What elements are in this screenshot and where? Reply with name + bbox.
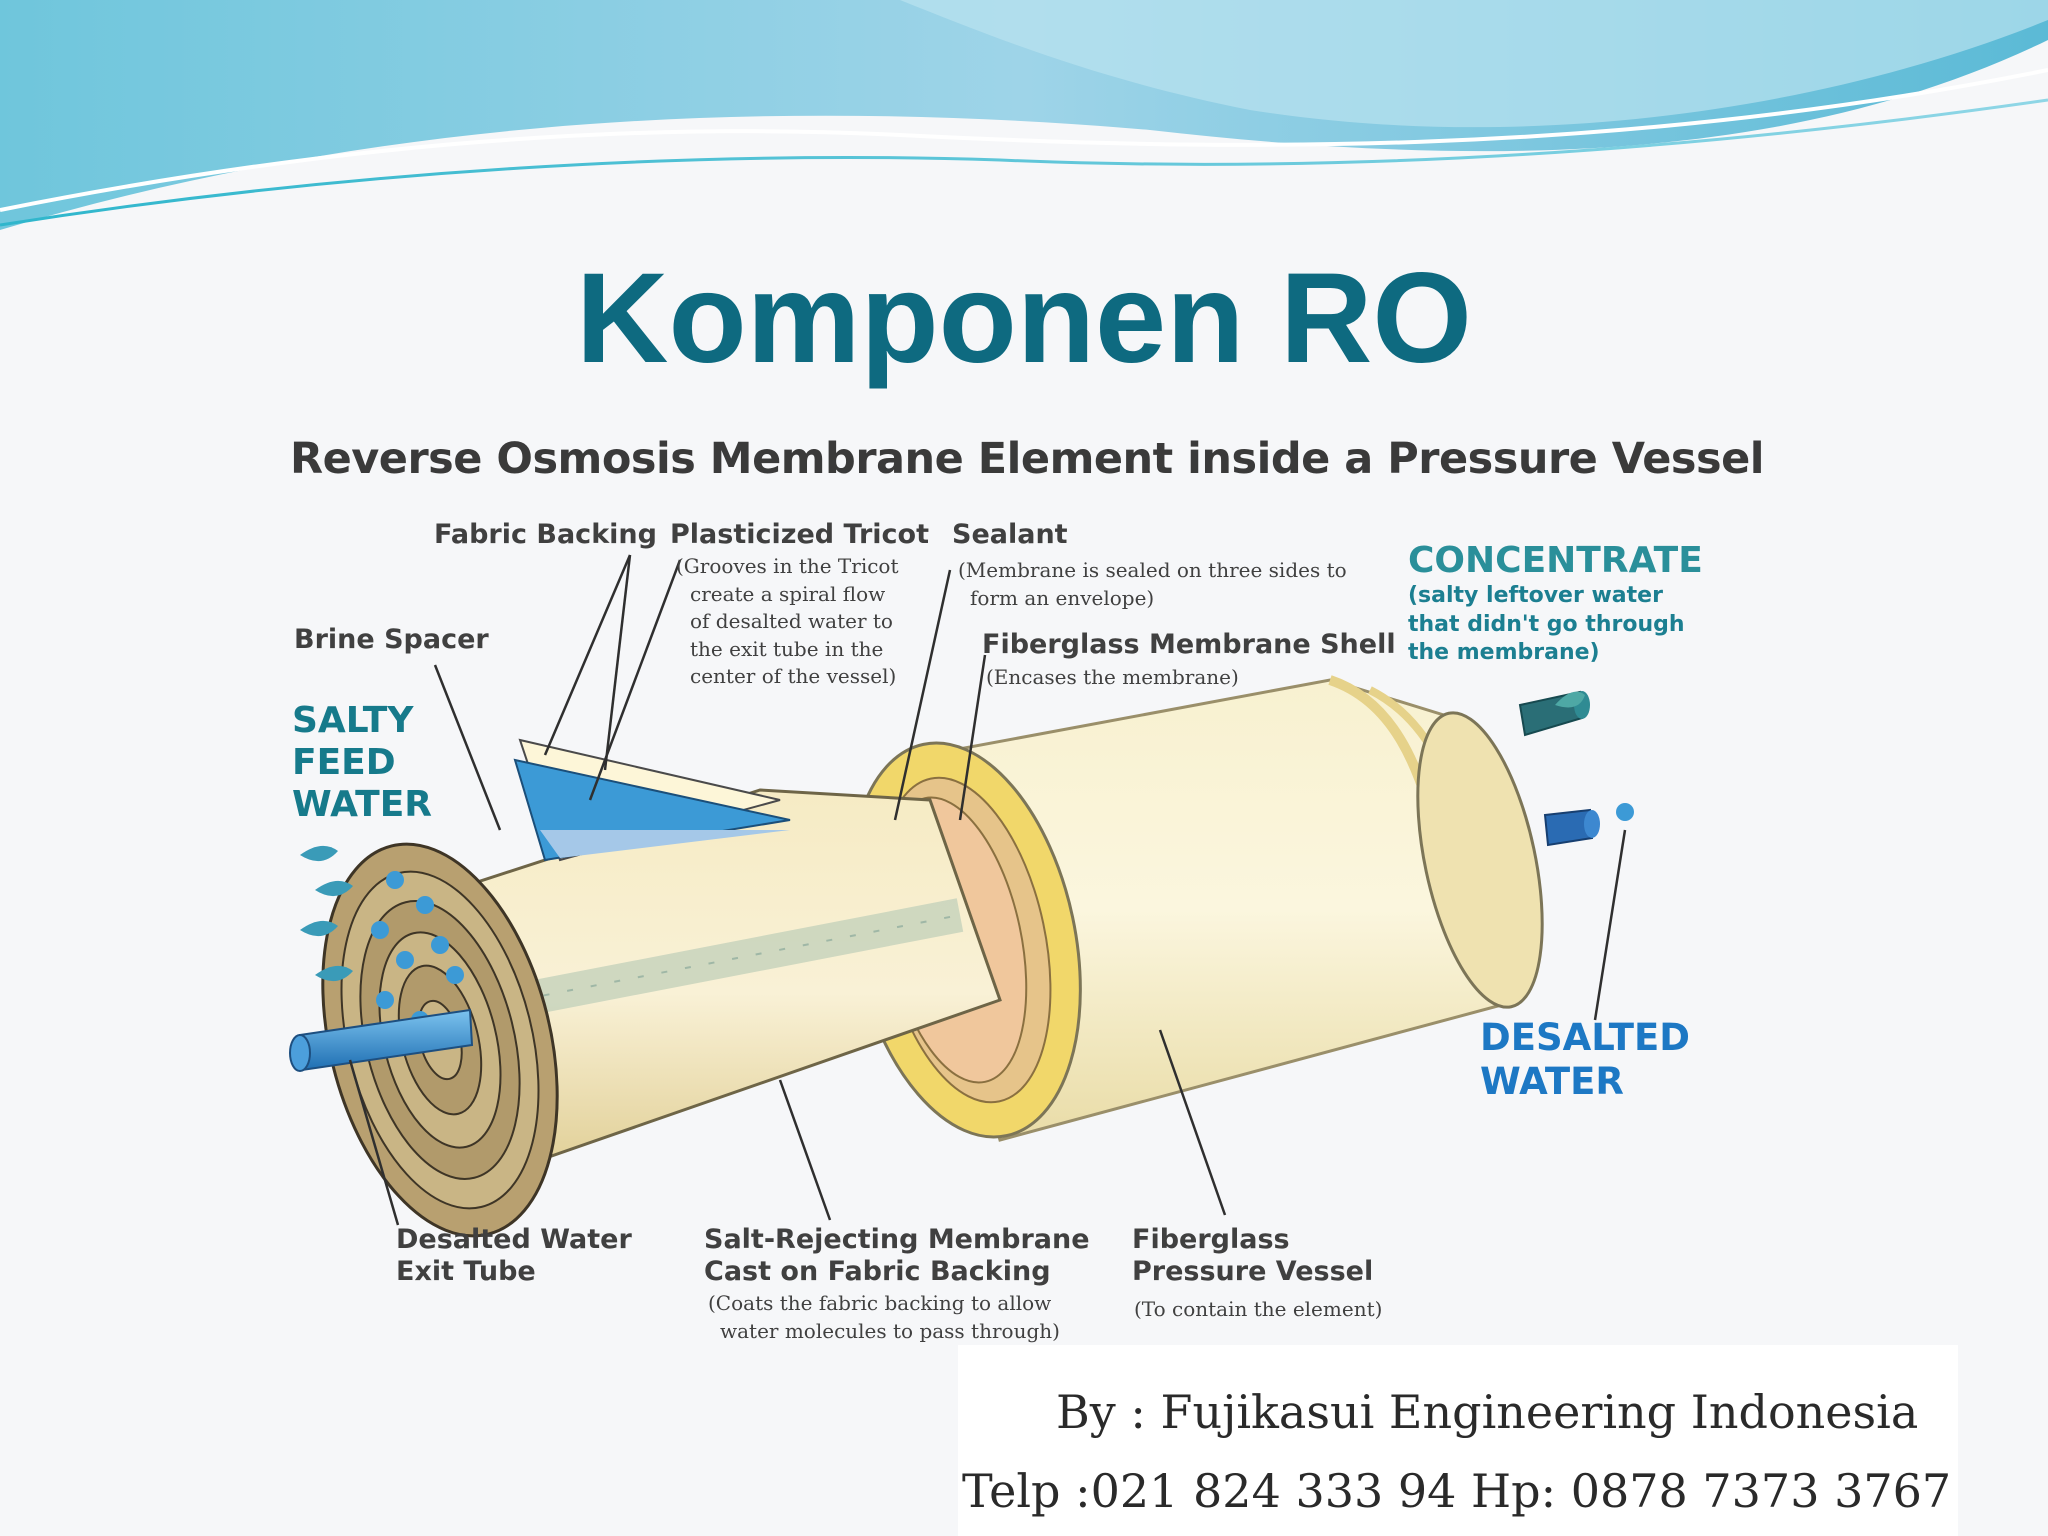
slide-title: Komponen RO — [0, 255, 2048, 383]
concentrate-pipe — [1520, 691, 1590, 735]
note-sealant: (Membrane is sealed on three sides to fo… — [958, 557, 1347, 612]
note-fiberglass-membrane-shell: (Encases the membrane) — [986, 664, 1239, 692]
note-fiberglass-pressure-vessel: (To contain the element) — [1134, 1296, 1382, 1324]
label-concentrate: CONCENTRATE — [1408, 540, 1703, 582]
label-desalted-water: DESALTED WATER — [1480, 1016, 1690, 1105]
desalted-water-pipe — [1545, 803, 1634, 845]
header-wave-decoration — [0, 0, 2048, 240]
note-plasticized-tricot: (Grooves in the Tricot create a spiral f… — [676, 553, 899, 691]
label-salt-rejecting-membrane: Salt-Rejecting Membrane Cast on Fabric B… — [704, 1224, 1090, 1289]
label-sealant: Sealant — [952, 519, 1068, 551]
note-concentrate: (salty leftover water that didn't go thr… — [1408, 582, 1685, 668]
credit-company: By : Fujikasui Engineering Indonesia — [1056, 1385, 1918, 1439]
label-fiberglass-membrane-shell: Fiberglass Membrane Shell — [982, 629, 1396, 661]
note-salt-rejecting-membrane: (Coats the fabric backing to allow water… — [708, 1290, 1060, 1345]
label-desalted-water-exit-tube: Desalted Water Exit Tube — [396, 1224, 632, 1289]
label-brine-spacer: Brine Spacer — [294, 624, 489, 656]
label-fabric-backing: Fabric Backing — [434, 519, 657, 551]
credit-contact: Telp :021 824 333 94 Hp: 0878 7373 3767 — [962, 1464, 1951, 1518]
label-fiberglass-pressure-vessel: Fiberglass Pressure Vessel — [1132, 1224, 1373, 1289]
label-plasticized-tricot: Plasticized Tricot — [670, 519, 929, 551]
label-salty-feed-water: SALTY FEED WATER — [292, 700, 432, 826]
